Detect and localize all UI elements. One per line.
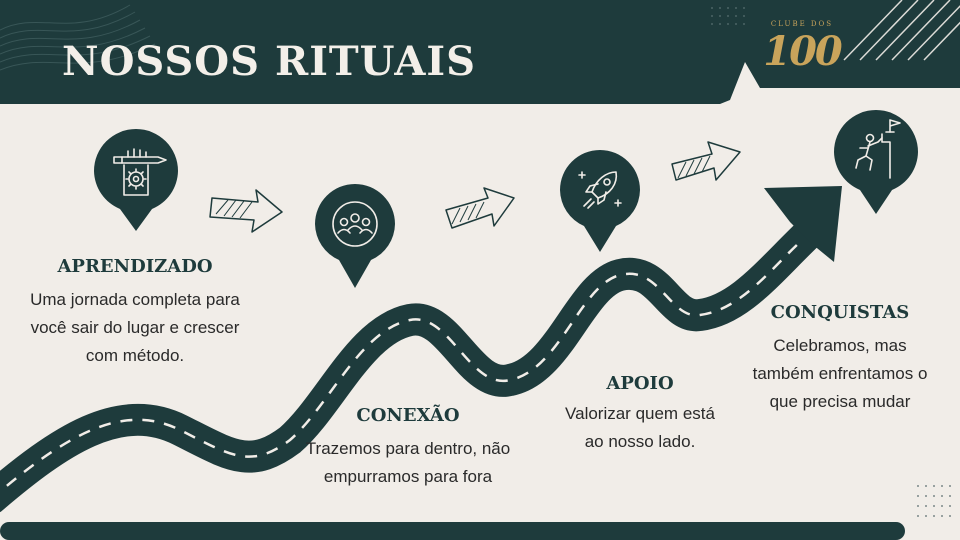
step-title-aprendizado: APRENDIZADO <box>57 256 213 277</box>
footer-band <box>0 522 905 540</box>
step-desc-aprendizado: Uma jornada completa para você sair do l… <box>30 290 240 365</box>
pin-conexao <box>315 184 395 288</box>
logo-top-text: CLUBE DOS <box>770 20 834 28</box>
step-title-conexao: CONEXÃO <box>356 405 460 426</box>
decorative-dots-bottom <box>917 485 951 517</box>
growth-road <box>0 186 842 513</box>
sketch-arrow-3 <box>671 141 741 181</box>
pin-apoio <box>560 150 640 252</box>
decorative-dots-top <box>711 7 745 25</box>
pin-aprendizado <box>94 129 178 231</box>
step-desc-apoio: Valorizar quem está ao nosso lado. <box>565 404 715 451</box>
hand-gear-pencil-icon <box>113 148 167 196</box>
logo-number: 100 <box>763 28 843 75</box>
sketch-arrow-2 <box>445 187 515 229</box>
climber-flag-icon <box>855 119 901 179</box>
rocket-icon <box>578 171 622 209</box>
group-people-icon <box>332 201 378 247</box>
page-title: NOSSOS RITUAIS <box>62 38 476 85</box>
header-band <box>0 0 960 104</box>
decorative-waves <box>0 4 156 71</box>
road-center-line <box>0 241 801 494</box>
step-desc-conexao: Trazemos para dentro, não empurramos par… <box>305 439 511 486</box>
road-arrow-head <box>764 186 842 262</box>
brand-logo: CLUBE DOS 100 <box>752 20 852 82</box>
step-title-conquistas: CONQUISTAS <box>770 302 910 323</box>
sketch-arrow-1 <box>209 189 283 233</box>
step-desc-conquistas: Celebramos, mas também enfrentamos o que… <box>752 336 928 411</box>
step-title-apoio: APOIO <box>606 373 674 394</box>
pin-conquistas <box>834 110 918 214</box>
decorative-stripes <box>843 0 960 61</box>
